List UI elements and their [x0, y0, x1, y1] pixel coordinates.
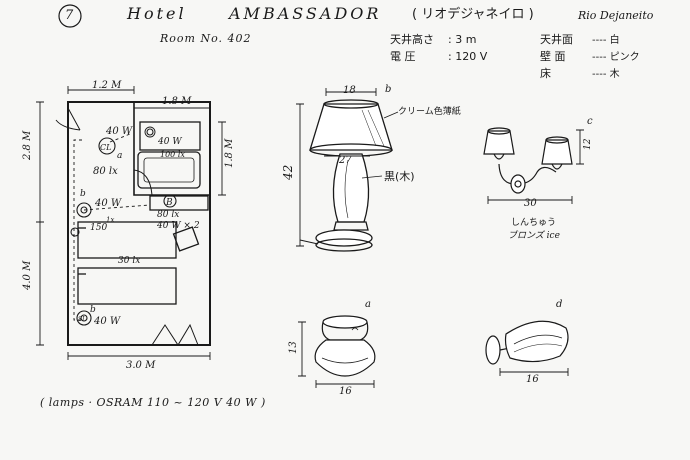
- bath-fixture: 40 W: [157, 137, 182, 147]
- dim-left-bottom: 4.0 M: [22, 260, 33, 291]
- hotel-word: Hotel: [127, 4, 187, 23]
- bedside-lamp-symbol: [70, 227, 80, 237]
- lux-bed-unit: 1x: [106, 216, 114, 224]
- lamp-c-note-1: しんちゅう: [511, 217, 556, 228]
- voltage-label: 電 圧: [390, 50, 416, 63]
- lamp-d-letter: d: [556, 299, 562, 310]
- lamp-d-backplate: [485, 335, 501, 365]
- bath-lux: 100 lx: [160, 150, 185, 159]
- desk-b-symbol: [163, 194, 177, 208]
- lamp-b-height: 42: [281, 165, 295, 181]
- bed-2: [77, 267, 177, 305]
- armchair: [172, 226, 200, 252]
- outer-wall: [67, 101, 211, 346]
- page-number: 7: [65, 8, 74, 23]
- city-english: Rio Dejaneito: [578, 9, 654, 22]
- ceiling-height-label: 天井高さ: [390, 33, 434, 46]
- lamp-c-note-2: ブロンズ ice: [508, 230, 560, 241]
- desk-lamp: 40 W × 2: [156, 221, 200, 231]
- lamp-b-width: 18: [343, 85, 356, 96]
- lamp-c-arm: [498, 163, 557, 185]
- lamp-c-shade-right: [541, 139, 573, 165]
- desk: [149, 195, 209, 211]
- floor-lamp-symbol: [76, 310, 92, 326]
- lamp-c-shade-left: [483, 130, 515, 155]
- window: [151, 323, 199, 346]
- lamp-b-shade: [309, 103, 393, 151]
- lamp-a-letter: a: [365, 299, 371, 310]
- lamp-c-backplate: [510, 174, 526, 194]
- wall-value: ---- ピンク: [592, 52, 640, 63]
- voltage-value: : 120 V: [448, 50, 488, 63]
- lux-bath: 80 lx: [93, 166, 118, 177]
- lamp-c-width: 30: [524, 198, 537, 209]
- bath-door: [133, 169, 153, 196]
- ceiling-height-value: : 3 m: [448, 33, 477, 46]
- ceiling-value: ---- 白: [592, 35, 620, 46]
- lamp-d-label: 40 W: [93, 316, 121, 327]
- lux-mid: 30 lx: [118, 256, 140, 266]
- ceiling-label: 天井面: [540, 33, 573, 46]
- wall-label: 壁 面: [540, 50, 566, 63]
- lamp-b-letter: b: [80, 189, 86, 199]
- lamp-c-id: CL: [100, 143, 111, 152]
- footer-note: ( lamps · OSRAM 110 ~ 120 V 40 W ): [40, 396, 266, 409]
- lamp-c-label: 40 W: [105, 126, 133, 137]
- floor-value: ---- 木: [592, 69, 620, 80]
- dim-bottom: 3.0 M: [126, 360, 156, 371]
- bathroom-wall: [133, 102, 210, 196]
- sink-counter: [139, 121, 201, 151]
- room-number: Room No. 402: [160, 32, 252, 45]
- lamp-d-width: 16: [526, 374, 539, 385]
- lamp-b2-id: B: [165, 198, 173, 208]
- lamp-sl: SL: [78, 316, 86, 323]
- lamp-c-letter: c: [587, 116, 593, 127]
- bathtub: [137, 151, 201, 189]
- floor-label: 床: [540, 67, 551, 80]
- lamp-d-letter: b: [90, 305, 96, 315]
- lamp-a-canopy: [321, 321, 369, 341]
- lamp-b-base: [315, 229, 373, 247]
- lamp-c-letter: a: [117, 151, 122, 161]
- lamp-d-shade: [504, 320, 569, 363]
- hotel-name: AMBASSADOR: [229, 4, 382, 23]
- lamp-b-letter: b: [385, 84, 391, 95]
- lux-bed: 150: [90, 223, 107, 233]
- dim-top-left: 1.2 M: [92, 80, 122, 91]
- dim-right: 1.8 M: [224, 138, 235, 168]
- ceiling-lamp-symbol: [98, 137, 116, 155]
- lamp-b-body-note: 黒(木): [384, 170, 415, 183]
- lamp-a-height: 13: [288, 341, 299, 354]
- entrance-door: [55, 107, 81, 131]
- lamp-b-body: [332, 153, 370, 223]
- dim-top-right: 1.8 M: [162, 96, 192, 107]
- lamp-b-shade-note: クリーム色薄紙: [398, 105, 461, 117]
- lamp-a-width: 16: [339, 386, 352, 397]
- lamp-b-label: 40 W: [94, 198, 122, 209]
- dim-left-top: 2.8 M: [22, 130, 33, 161]
- lux-desk: 80 lx: [157, 210, 179, 220]
- desk-lamp-symbol: [76, 202, 92, 218]
- lamp-b-base-width: 27: [338, 155, 352, 166]
- bath-lamp-symbol: [146, 128, 154, 136]
- lamp-a-globe: [314, 339, 376, 377]
- city-japanese: ( リオデジャネイロ ): [412, 7, 534, 22]
- lamp-c-height: 12: [583, 138, 593, 150]
- bed-1: [77, 221, 177, 259]
